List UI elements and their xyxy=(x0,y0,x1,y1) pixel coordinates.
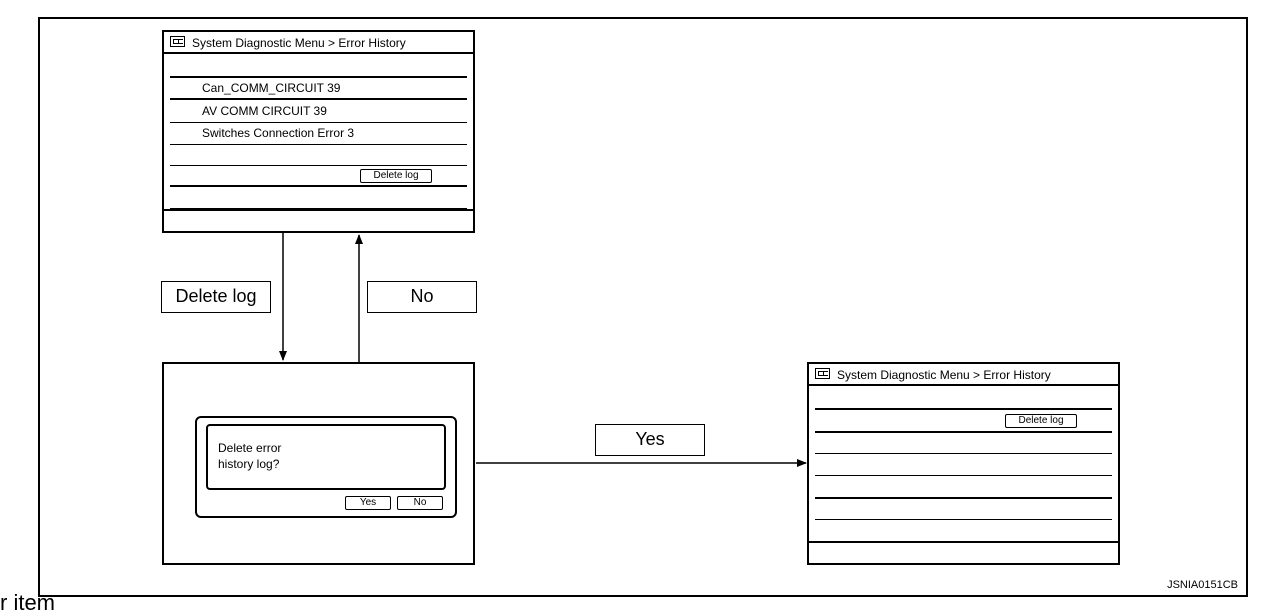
row-divider xyxy=(170,122,467,123)
dialog-message-line: Delete error xyxy=(218,441,282,455)
list-item[interactable]: Switches Connection Error 3 xyxy=(194,123,445,143)
reference-code: JSNIA0151CB xyxy=(1167,579,1238,591)
screen-error-history-top: System Diagnostic Menu > Error History C… xyxy=(162,30,475,233)
cutoff-text: r item xyxy=(0,590,55,615)
row-divider xyxy=(170,185,467,187)
row-divider xyxy=(170,76,467,78)
screen-title-bar: System Diagnostic Menu > Error History xyxy=(164,32,473,54)
screen-title: System Diagnostic Menu > Error History xyxy=(192,36,406,50)
row-divider xyxy=(170,144,467,145)
row-divider xyxy=(815,431,1112,433)
menu-icon xyxy=(170,36,185,47)
menu-icon xyxy=(815,368,830,379)
confirm-dialog: Delete error history log? Yes No xyxy=(195,416,457,518)
delete-log-button[interactable]: Delete log xyxy=(360,169,432,183)
row-divider xyxy=(815,453,1112,454)
no-button[interactable]: No xyxy=(397,496,443,510)
label-yes: Yes xyxy=(595,424,705,456)
row-divider xyxy=(170,208,467,209)
row-divider xyxy=(170,98,467,100)
dialog-message-line: history log? xyxy=(218,457,280,471)
list-item-label: Can_COMM_CIRCUIT 39 xyxy=(202,81,341,95)
screen-bottom-bar xyxy=(164,209,473,231)
screen-bottom-bar xyxy=(809,541,1118,563)
list-item-label: Switches Connection Error 3 xyxy=(202,126,355,140)
row-divider xyxy=(815,475,1112,476)
screen-error-history-result: System Diagnostic Menu > Error History D… xyxy=(807,362,1120,565)
row-divider xyxy=(815,408,1112,410)
row-divider xyxy=(815,519,1112,520)
list-item-label: AV COMM CIRCUIT 39 xyxy=(202,104,327,118)
screen-confirm-dialog: Delete error history log? Yes No xyxy=(162,362,475,565)
yes-button[interactable]: Yes xyxy=(345,496,391,510)
delete-log-button[interactable]: Delete log xyxy=(1005,414,1077,428)
label-delete-log: Delete log xyxy=(161,281,271,313)
diagram-frame: JSNIA0151CB xyxy=(38,17,1248,597)
list-item[interactable]: Can_COMM_CIRCUIT 39 xyxy=(194,78,445,98)
dialog-message-box: Delete error history log? xyxy=(206,424,446,490)
screen-title-bar: System Diagnostic Menu > Error History xyxy=(809,364,1118,386)
row-divider xyxy=(815,497,1112,499)
screen-title: System Diagnostic Menu > Error History xyxy=(837,368,1051,382)
row-divider xyxy=(170,165,467,166)
list-item[interactable]: AV COMM CIRCUIT 39 xyxy=(194,101,445,121)
label-no: No xyxy=(367,281,477,313)
